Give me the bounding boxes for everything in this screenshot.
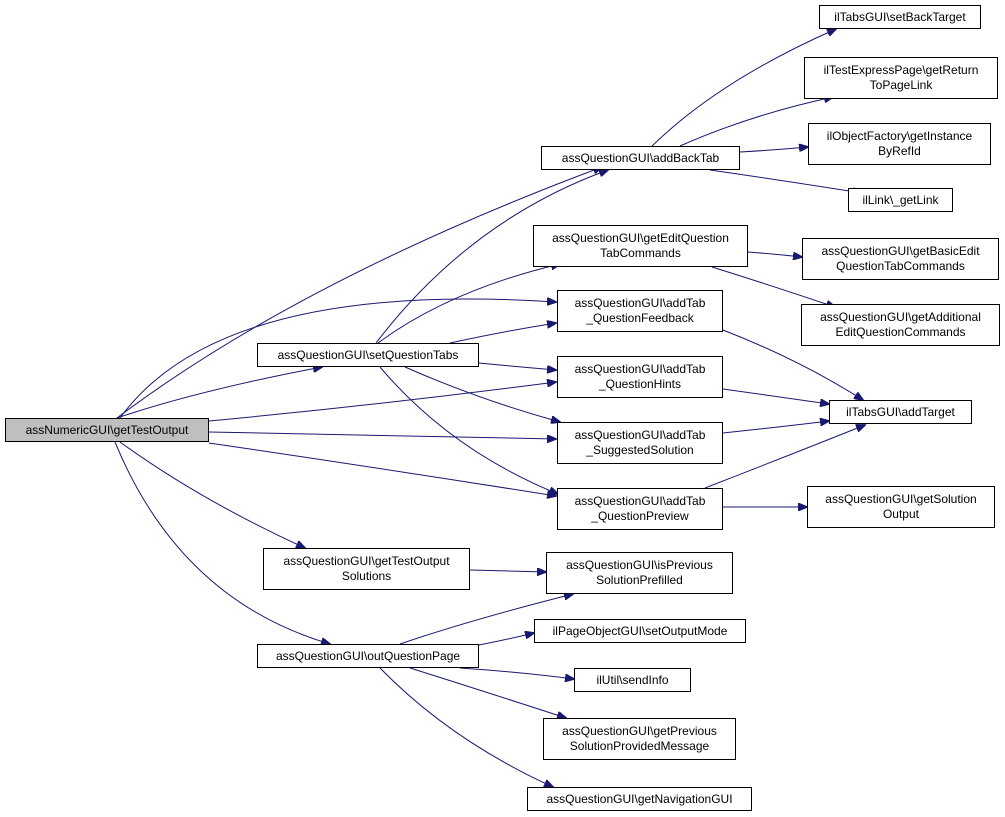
edge-root-to-addBackTab xyxy=(116,167,602,419)
edge-root-to-getTestOutputSolutions xyxy=(119,441,305,548)
node-add-tab-question-preview[interactable]: assQuestionGUI\addTab _QuestionPreview xyxy=(557,488,723,530)
node-add-tab-suggested-solution[interactable]: assQuestionGUI\addTab _SuggestedSolution xyxy=(557,422,723,464)
edge-root-to-addTabSuggestedSolution xyxy=(208,431,556,439)
node-root-numeric-gettestoutput[interactable]: assNumericGUI\getTestOutput xyxy=(5,418,209,442)
node-get-link[interactable]: ilLink\_getLink xyxy=(848,188,953,212)
node-get-additional-edit-question-commands[interactable]: assQuestionGUI\getAdditional EditQuestio… xyxy=(801,304,1000,346)
node-get-instance-by-ref-id[interactable]: ilObjectFactory\getInstance ByRefId xyxy=(808,123,991,165)
edge-root-to-outQuestionPage xyxy=(114,441,330,644)
edge-addTabQuestionFeedback-to-addTarget xyxy=(722,329,863,400)
edge-getEditQuestionTabCommands-to-getBasicEditQuestionTabCommands xyxy=(747,251,802,257)
node-get-test-output-solutions[interactable]: assQuestionGUI\getTestOutput Solutions xyxy=(263,548,470,590)
edge-addTabQuestionPreview-to-addTarget xyxy=(704,425,865,489)
edge-setQuestionTabs-to-addTabQuestionHints xyxy=(478,362,556,370)
edge-addBackTab-to-getInstanceByRefId xyxy=(739,147,808,153)
edge-setQuestionTabs-to-addBackTab xyxy=(375,170,608,344)
edge-root-to-addTabQuestionHints xyxy=(208,382,556,422)
edge-outQuestionPage-to-isPreviousSolutionPrefilled xyxy=(399,594,573,645)
node-add-tab-question-feedback[interactable]: assQuestionGUI\addTab _QuestionFeedback xyxy=(557,290,723,332)
node-get-previous-solution-provided-message[interactable]: assQuestionGUI\getPrevious SolutionProvi… xyxy=(543,718,736,760)
edge-addBackTab-to-setBackTarget xyxy=(651,29,836,147)
edge-addBackTab-to-getLink xyxy=(709,169,862,193)
edge-outQuestionPage-to-setOutputMode xyxy=(478,633,534,646)
node-send-info[interactable]: ilUtil\sendInfo xyxy=(574,668,691,692)
edge-addBackTab-to-getReturnToPageLink xyxy=(679,97,833,147)
node-get-edit-question-tab-commands[interactable]: assQuestionGUI\getEditQuestion TabComman… xyxy=(533,225,748,267)
node-is-previous-solution-prefilled[interactable]: assQuestionGUI\isPrevious SolutionPrefil… xyxy=(546,552,733,594)
node-add-tab-question-hints[interactable]: assQuestionGUI\addTab _QuestionHints xyxy=(557,356,723,398)
edge-setQuestionTabs-to-getEditQuestionTabCommands xyxy=(377,264,560,344)
edge-setQuestionTabs-to-addTabQuestionFeedback xyxy=(449,323,556,344)
node-get-basic-edit-question-tab-commands[interactable]: assQuestionGUI\getBasicEdit QuestionTabC… xyxy=(802,238,999,280)
edge-outQuestionPage-to-getPreviousSolutionProvidedMessage xyxy=(409,667,566,718)
node-add-target[interactable]: ilTabsGUI\addTarget xyxy=(829,400,972,424)
node-add-back-tab[interactable]: assQuestionGUI\addBackTab xyxy=(541,146,740,170)
node-out-question-page[interactable]: assQuestionGUI\outQuestionPage xyxy=(257,644,479,668)
edge-addTabQuestionHints-to-addTarget xyxy=(722,388,829,404)
node-set-back-target[interactable]: ilTabsGUI\setBackTarget xyxy=(819,5,981,29)
edge-setQuestionTabs-to-addTabSuggestedSolution xyxy=(404,366,560,422)
edge-getEditQuestionTabCommands-to-getAdditionalEditQuestionCommands xyxy=(711,266,835,307)
edge-root-to-addTabQuestionPreview xyxy=(208,442,556,496)
edge-getTestOutputSolutions-to-isPreviousSolutionPrefilled xyxy=(469,570,546,572)
node-set-question-tabs[interactable]: assQuestionGUI\setQuestionTabs xyxy=(257,343,479,367)
edge-root-to-addTabQuestionFeedback xyxy=(119,299,556,419)
node-get-solution-output[interactable]: assQuestionGUI\getSolution Output xyxy=(807,486,995,528)
edge-addTabSuggestedSolution-to-addTarget xyxy=(722,421,829,434)
node-get-return-to-page-link[interactable]: ilTestExpressPage\getReturn ToPageLink xyxy=(804,57,998,99)
node-get-navigation-gui[interactable]: assQuestionGUI\getNavigationGUI xyxy=(527,787,752,811)
edge-outQuestionPage-to-getNavigationGUI xyxy=(379,667,553,787)
edge-setQuestionTabs-to-addTabQuestionPreview xyxy=(379,366,558,494)
edge-outQuestionPage-to-sendInfo xyxy=(459,667,574,679)
edge-root-to-setQuestionTabs xyxy=(116,367,322,419)
node-set-output-mode[interactable]: ilPageObjectGUI\setOutputMode xyxy=(534,619,746,643)
